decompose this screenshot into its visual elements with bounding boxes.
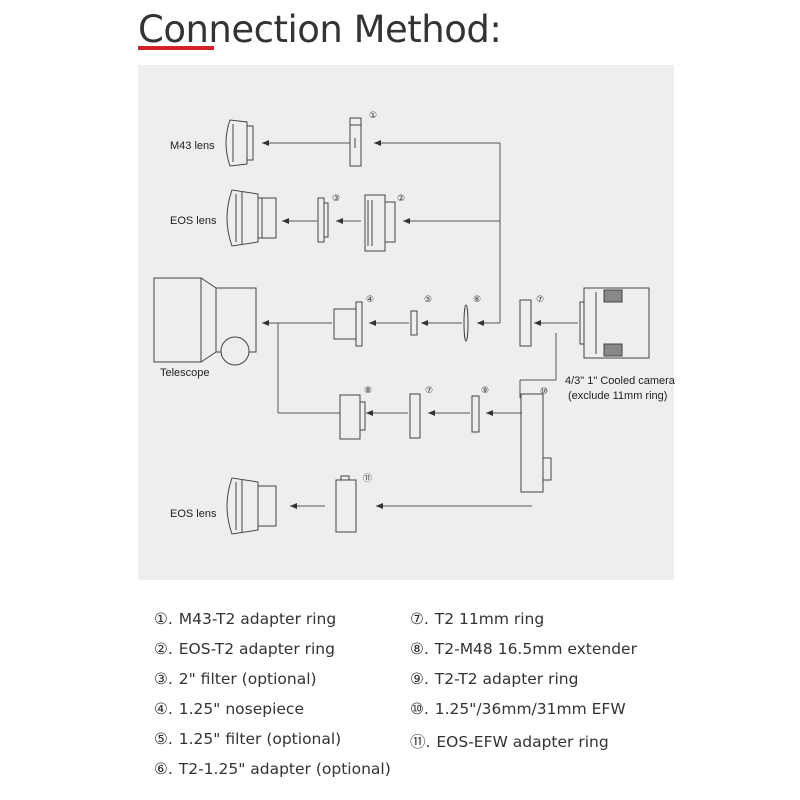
legend-text: 1.25" nosepiece bbox=[178, 700, 304, 718]
legend-item-4: ④. 1.25" nosepiece bbox=[154, 700, 304, 718]
camera-label-line1: 4/3" 1" Cooled camera bbox=[565, 375, 676, 387]
legend-sym: ②. bbox=[154, 640, 173, 658]
legend-item-1: ①. M43-T2 adapter ring bbox=[154, 610, 336, 628]
legend-sym: ⑤. bbox=[154, 730, 173, 748]
2in-filter bbox=[317, 197, 329, 243]
page-title: Connection Method: bbox=[138, 8, 502, 51]
legend-item-7: ⑦. T2 11mm ring bbox=[410, 610, 544, 628]
legend-text: 2" filter (optional) bbox=[178, 670, 317, 688]
legend-item-5: ⑤. 1.25" filter (optional) bbox=[154, 730, 341, 748]
efw bbox=[520, 393, 552, 493]
legend-sym: ⑨. bbox=[410, 670, 429, 688]
legend-item-11: ⑪. EOS-EFW adapter ring bbox=[410, 730, 609, 752]
legend-item-10: ⑩. 1.25"/36mm/31mm EFW bbox=[410, 700, 626, 718]
eos-t2-adapter-ring bbox=[364, 194, 396, 252]
legend-text: T2-T2 adapter ring bbox=[434, 670, 579, 688]
connection-lines bbox=[262, 140, 578, 509]
t2-m48-extender bbox=[339, 394, 366, 440]
nosepiece bbox=[333, 301, 363, 347]
eos-lens-bottom-label: EOS lens bbox=[170, 508, 217, 520]
legend-item-2: ②. EOS-T2 adapter ring bbox=[154, 640, 335, 658]
m43-t2-adapter-ring bbox=[349, 117, 362, 167]
legend-item-6: ⑥. T2-1.25" adapter (optional) bbox=[154, 760, 391, 778]
marker-9: ⑨ bbox=[481, 386, 489, 396]
legend-item-8: ⑧. T2-M48 16.5mm extender bbox=[410, 640, 637, 658]
legend-item-3: ③. 2" filter (optional) bbox=[154, 670, 317, 688]
marker-11: ⑪ bbox=[363, 473, 372, 484]
eos-efw-adapter-ring bbox=[335, 475, 357, 533]
telescope bbox=[153, 277, 257, 366]
t2-t2-adapter-ring bbox=[471, 395, 480, 433]
legend-text: 1.25" filter (optional) bbox=[178, 730, 342, 748]
legend-text: EOS-T2 adapter ring bbox=[178, 640, 335, 658]
telescope-label: Telescope bbox=[160, 367, 210, 379]
125-filter bbox=[410, 310, 418, 336]
marker-7-top: ⑦ bbox=[536, 295, 544, 305]
marker-1: ① bbox=[369, 111, 377, 121]
marker-10: ⑩ bbox=[540, 387, 548, 397]
marker-5: ⑤ bbox=[424, 295, 432, 305]
marker-3: ③ bbox=[332, 194, 340, 204]
m43-lens-label: M43 lens bbox=[170, 140, 215, 152]
legend-text: T2-1.25" adapter (optional) bbox=[178, 760, 391, 778]
t2-125-adapter bbox=[463, 304, 469, 342]
legend-text: T2 11mm ring bbox=[434, 610, 545, 628]
marker-4: ④ bbox=[366, 295, 374, 305]
legend-item-9: ⑨. T2-T2 adapter ring bbox=[410, 670, 578, 688]
legend-sym: ⑧. bbox=[410, 640, 429, 658]
legend-sym: ④. bbox=[154, 700, 173, 718]
legend-text: M43-T2 adapter ring bbox=[178, 610, 337, 628]
legend-text: EOS-EFW adapter ring bbox=[436, 733, 609, 751]
legend-text: T2-M48 16.5mm extender bbox=[434, 640, 637, 658]
eos-lens-top bbox=[226, 189, 277, 247]
legend-sym: ⑩. bbox=[410, 700, 429, 718]
marker-6: ⑥ bbox=[473, 295, 481, 305]
marker-7-middle: ⑦ bbox=[425, 386, 433, 396]
legend-sym: ①. bbox=[154, 610, 173, 628]
legend-sym: ③. bbox=[154, 670, 173, 688]
eos-lens-top-label: EOS lens bbox=[170, 215, 217, 227]
title-underline bbox=[138, 46, 214, 50]
eos-lens-bottom bbox=[226, 477, 277, 535]
legend-sym: ⑪. bbox=[410, 733, 431, 751]
t2-11mm-ring-top bbox=[519, 299, 532, 347]
legend-text: 1.25"/36mm/31mm EFW bbox=[434, 700, 626, 718]
marker-8: ⑧ bbox=[364, 386, 372, 396]
marker-2: ② bbox=[397, 194, 405, 204]
legend-sym: ⑥. bbox=[154, 760, 173, 778]
cooled-camera bbox=[579, 287, 650, 359]
t2-11mm-ring-middle bbox=[409, 393, 421, 439]
m43-lens bbox=[225, 119, 254, 167]
camera-label-line2: (exclude 11mm ring) bbox=[568, 390, 667, 402]
legend-sym: ⑦. bbox=[410, 610, 429, 628]
